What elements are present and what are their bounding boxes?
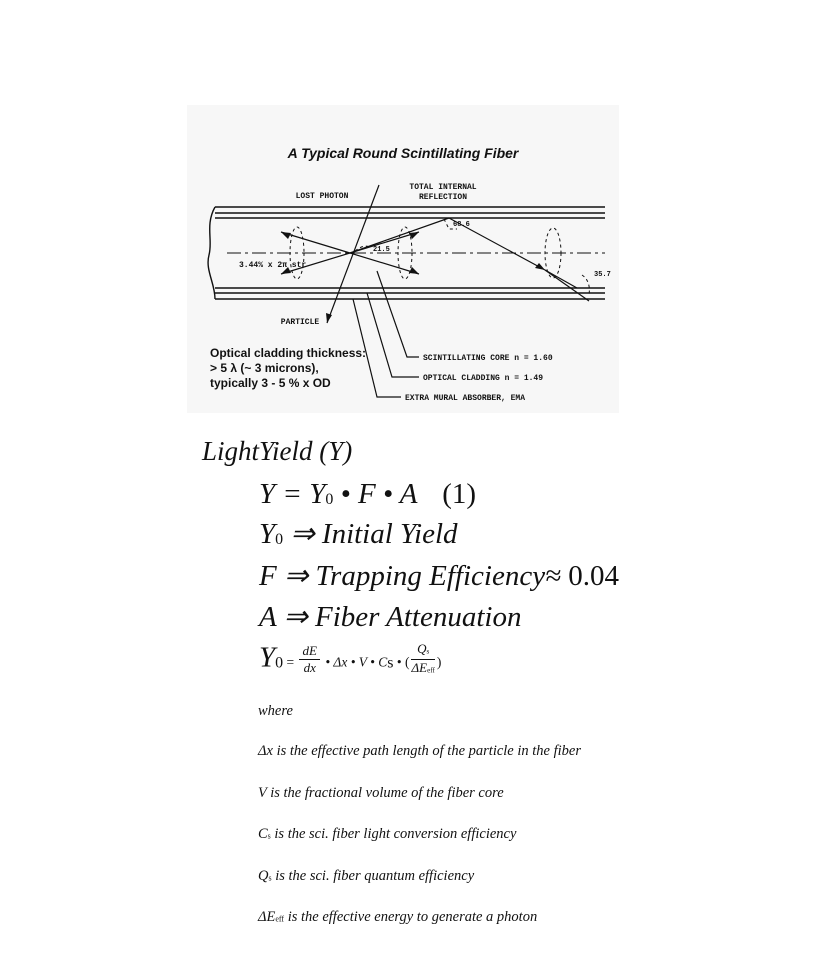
qs-sub-def: s (268, 873, 272, 883)
dx-symbol: Δx (258, 743, 273, 759)
angle-21-label: 21.5 (373, 246, 390, 254)
dx-denominator: dx (303, 660, 316, 676)
de-definition: ΔEeff is the effective energy to generat… (258, 909, 537, 926)
tir-label-1: TOTAL INTERNAL (409, 183, 476, 192)
f-definition: F ⇒ Trapping Efficiency≈ 0.04 (259, 558, 619, 593)
dx-text: is the effective path length of the part… (272, 743, 582, 759)
de-symbol: ΔE (258, 909, 276, 925)
fiber-walls (207, 206, 605, 300)
y0eq-sub: 0 (275, 654, 284, 672)
qs-symbol: Q (258, 868, 269, 884)
cladding-note-2: > 5 λ (~ 3 microns), (210, 361, 319, 375)
y0eq-close: ) (436, 654, 442, 670)
y0eq-symbol: Y (259, 641, 276, 674)
cs-definition: Cs is the sci. fiber light conversion ef… (258, 826, 516, 843)
angle-68-label: 68.6 (453, 221, 470, 229)
a-definition: A ⇒ Fiber Attenuation (259, 599, 521, 634)
y0-text: ⇒ Initial Yield (283, 518, 458, 550)
angle-35-label: 35.7 (594, 271, 611, 279)
fiber-diagram: A Typical Round Scintillating Fiber LOST… (187, 105, 619, 413)
solid-angle-label: 3.44% x 2π str (239, 261, 306, 270)
qs-definition: Qs is the sci. fiber quantum efficiency (258, 868, 474, 885)
y0-sub: 0 (275, 530, 284, 548)
eq1-sub: 0 (325, 490, 334, 508)
cs-symbol: C (258, 826, 268, 842)
y0eq-equals: = (283, 654, 298, 670)
eq1-left: Y = Y (259, 478, 326, 510)
figure-title: A Typical Round Scintillating Fiber (287, 145, 520, 161)
ema-label: EXTRA MURAL ABSORBER, EMA (405, 394, 525, 403)
f-symbol: F (259, 560, 277, 592)
y0-definition: Y0 ⇒ Initial Yield (259, 516, 458, 551)
qs-sub: s (426, 647, 430, 656)
particle-label: PARTICLE (281, 318, 320, 327)
where-label: where (258, 703, 293, 719)
cladding-note-3: typically 3 - 5 % x OD (210, 376, 331, 390)
qs-numerator: Q (417, 641, 427, 656)
fiber-drawing: A Typical Round Scintillating Fiber LOST… (207, 145, 611, 403)
y0-symbol: Y (259, 518, 276, 550)
f-value: 0.04 (568, 560, 619, 592)
cladding-note-1: Optical cladding thickness: (210, 346, 366, 360)
cladding-label: OPTICAL CLADDING n = 1.49 (423, 374, 543, 383)
lost-photon-label: LOST PHOTON (296, 192, 349, 201)
de-numerator: dE (299, 643, 320, 661)
a-symbol: A (259, 601, 277, 633)
cs-sub: s (267, 831, 271, 841)
y0eq-middle2: • ( (393, 654, 410, 670)
qs-text: is the sci. fiber quantum efficiency (271, 868, 475, 884)
f-text: ⇒ Trapping Efficiency≈ (276, 560, 569, 592)
deff-denominator: ΔE (411, 660, 428, 676)
leaders (352, 270, 419, 398)
deff-sub: eff (427, 666, 435, 675)
de-text: is the effective energy to generate a ph… (284, 909, 538, 925)
core-label: SCINTILLATING CORE n = 1.60 (423, 354, 553, 363)
a-text: ⇒ Fiber Attenuation (276, 601, 522, 633)
dx-definition: Δx is the effective path length of the p… (258, 743, 581, 760)
cones (289, 218, 590, 296)
y0eq-cs-sub: s (387, 654, 394, 672)
tir-label-2: REFLECTION (419, 193, 467, 202)
cs-text: is the sci. fiber light conversion effic… (270, 826, 517, 842)
rays (280, 184, 590, 324)
v-definition: V is the fractional volume of the fiber … (258, 785, 504, 801)
equation-1: Y = Y0 • F • A (1) (259, 478, 476, 511)
y0eq-middle: • Δx • V • C (321, 654, 388, 670)
eq1-number: (1) (442, 478, 477, 510)
ray-arrows (281, 232, 545, 323)
eq1-right: • F • A (333, 478, 417, 510)
de-sub: eff (275, 914, 285, 924)
light-yield-heading: LightYield (Y) (202, 436, 353, 466)
